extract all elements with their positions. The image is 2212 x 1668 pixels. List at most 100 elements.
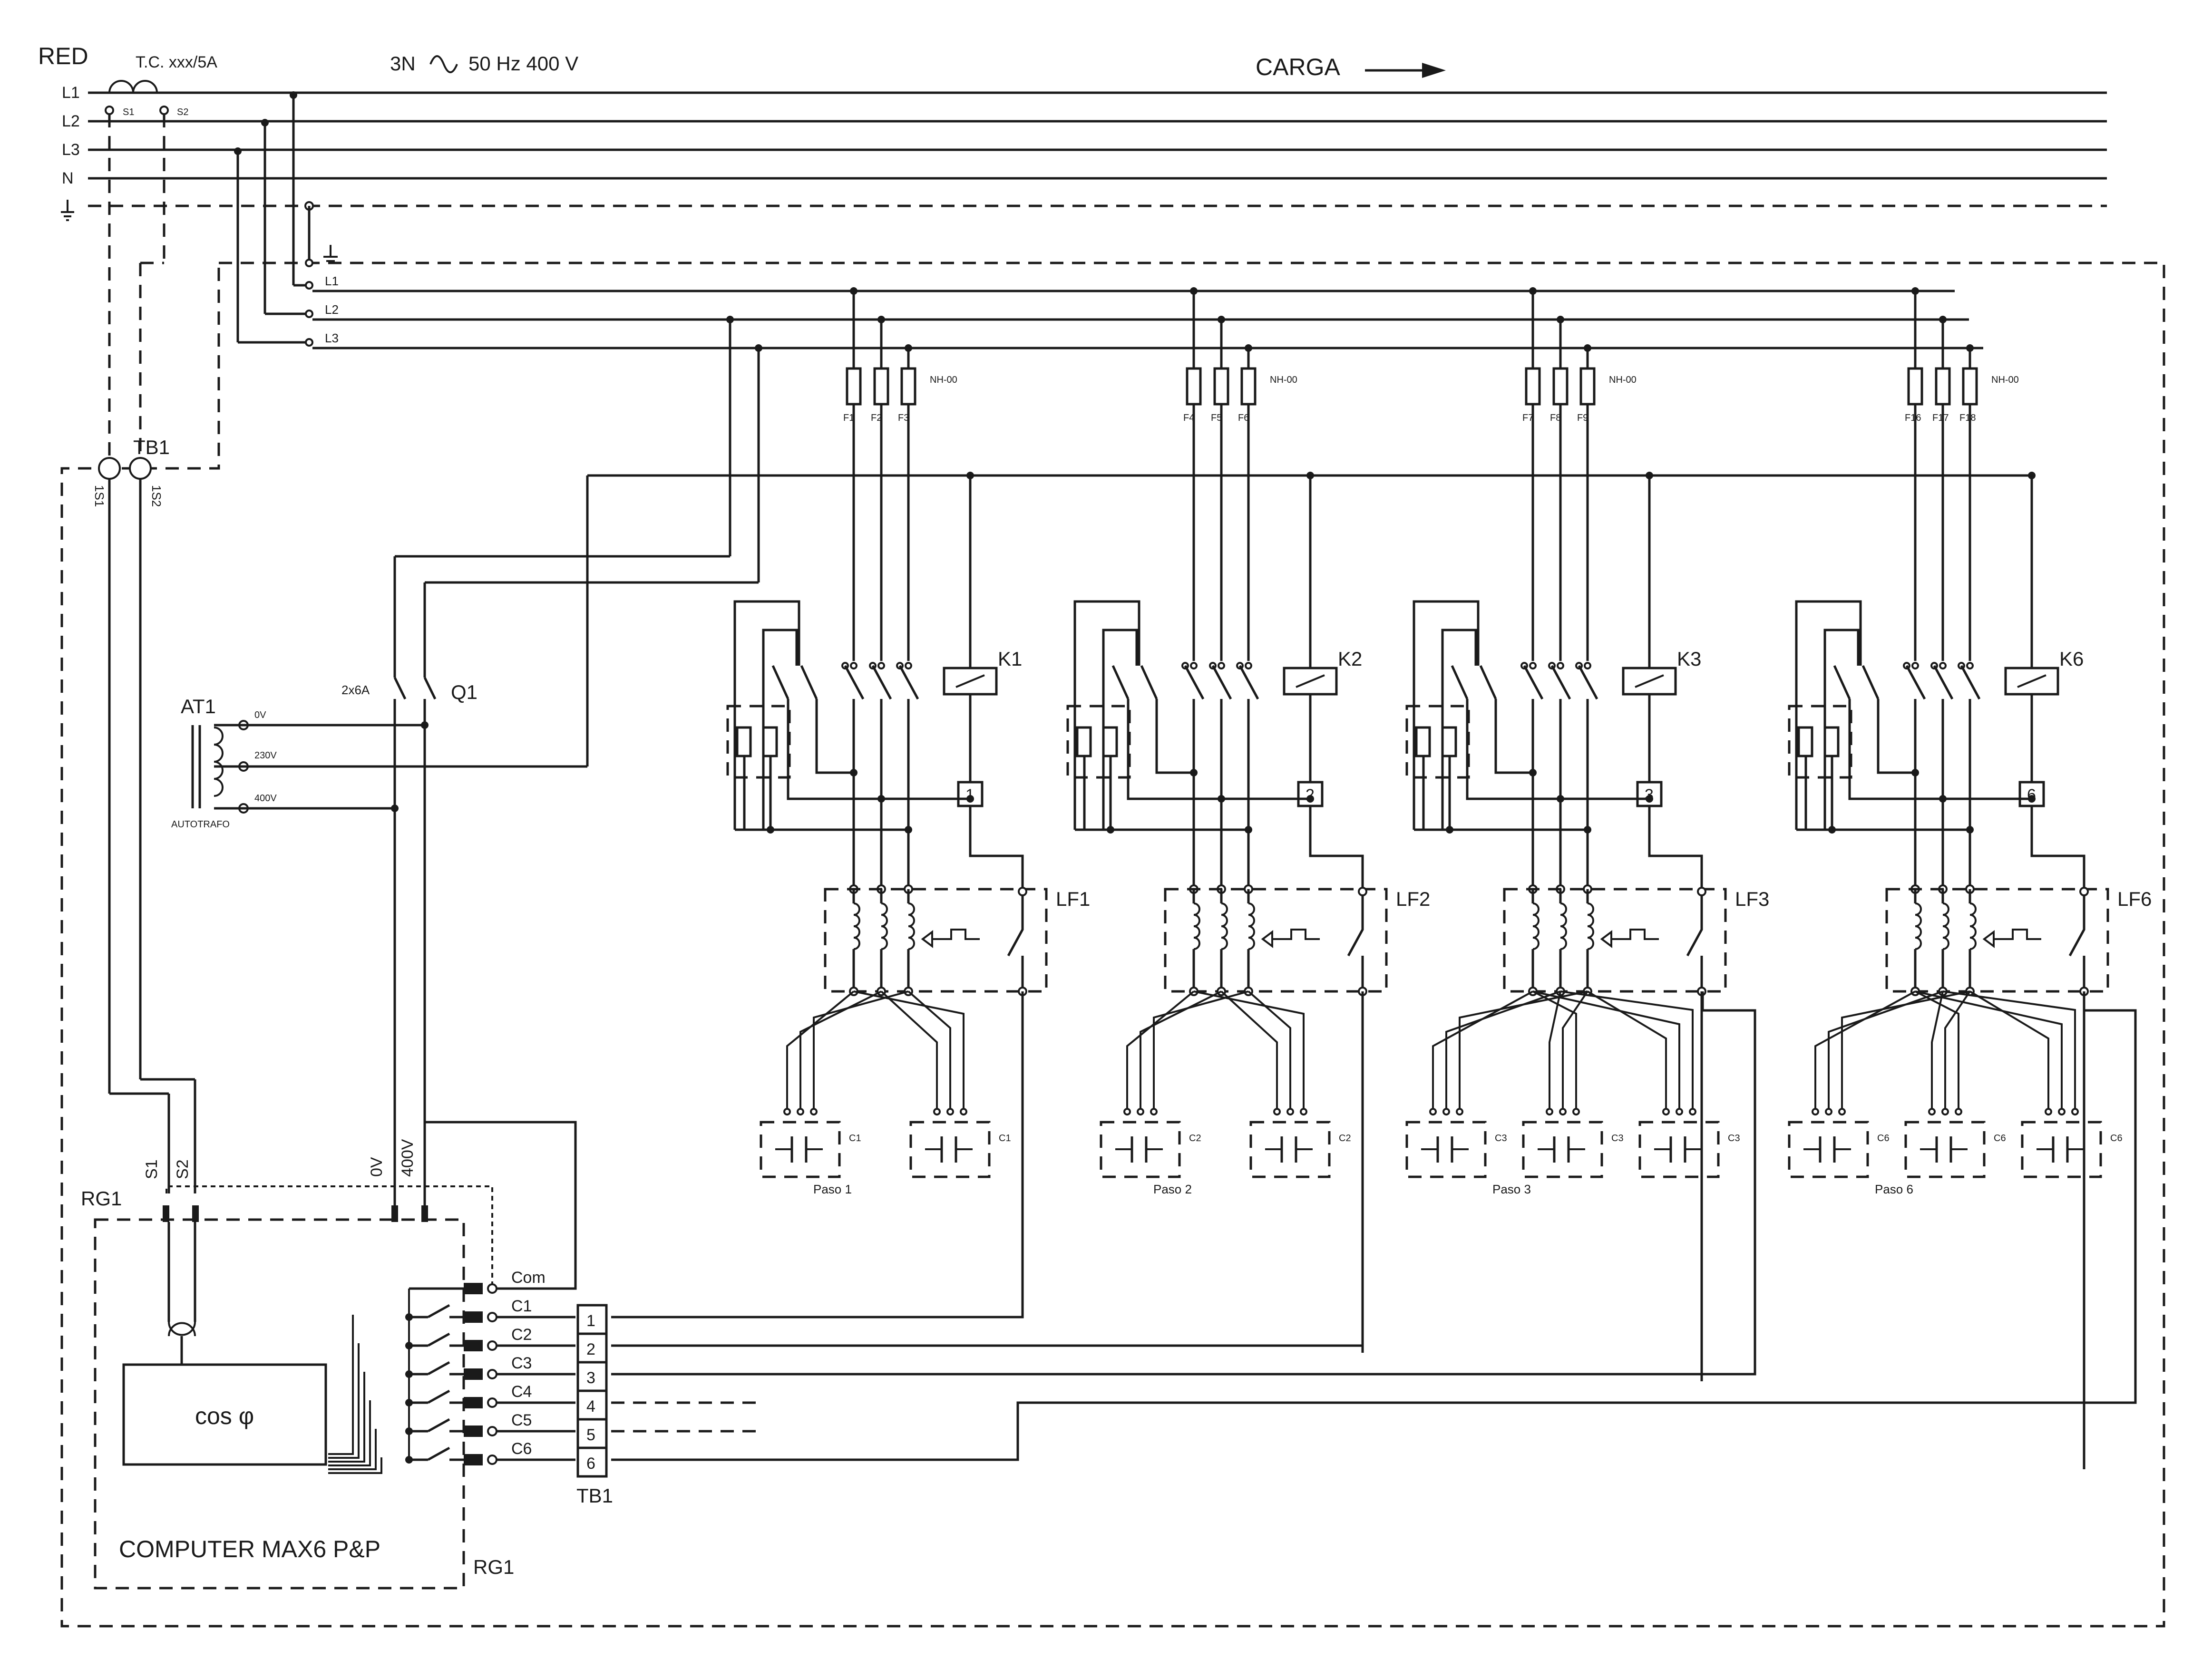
tb1-s2-label: 1S2 <box>149 485 164 507</box>
wire <box>1309 806 1364 892</box>
load-arrow-icon <box>1365 63 1446 78</box>
relay-pin <box>464 1368 483 1380</box>
relay-C6: C6 <box>328 1440 575 1474</box>
terminal-ring <box>797 1108 804 1115</box>
capacitor-box <box>1904 1121 1986 1178</box>
terminal-ring <box>2079 887 2089 896</box>
wire <box>1848 699 1943 800</box>
reactor-coil-icon <box>853 902 860 950</box>
relay-output-label: C6 <box>511 1440 532 1458</box>
terminal-ring <box>487 1312 497 1322</box>
capacitor-feed <box>786 990 855 1109</box>
filter-reactor <box>1885 888 2109 993</box>
tb1-top-label: TB1 <box>133 436 170 458</box>
capacitor-feed <box>1942 990 2076 1109</box>
relay-control <box>328 1343 360 1459</box>
damping-resistors <box>1405 705 1470 779</box>
aux-contact <box>800 665 818 700</box>
contactor-pole <box>1211 665 1232 700</box>
wire <box>1466 699 1560 800</box>
terminal-ring <box>1955 1108 1962 1115</box>
thermal-sensor-icon <box>932 929 980 940</box>
contactor-label: K1 <box>998 648 1022 670</box>
relay-output-label: C3 <box>511 1354 532 1372</box>
reactor-coil-icon <box>881 902 888 950</box>
return-step-1 <box>611 991 1024 1319</box>
wire <box>2030 806 2085 892</box>
wire <box>1127 699 1221 800</box>
tb1-terminal-label: 4 <box>586 1397 595 1416</box>
relay-Com: Com <box>409 1121 577 1294</box>
terminal-ring <box>1018 887 1027 896</box>
at1-name: AUTOTRAFO <box>171 819 230 830</box>
relay-C3: C3 <box>328 1354 575 1463</box>
capacitor-label: C1 <box>849 1133 861 1144</box>
resistor <box>1076 726 1092 757</box>
fuse-F17 <box>1935 367 1951 406</box>
aux-contact <box>1479 665 1497 700</box>
rg1-bottom-label: RG1 <box>473 1556 514 1578</box>
fuse-F16 <box>1907 367 1923 406</box>
tb1-terminal-label: 2 <box>586 1340 595 1358</box>
relay-contact <box>427 1418 450 1433</box>
capacitor-feed <box>1587 990 1667 1109</box>
filter-label: LF1 <box>1056 888 1090 910</box>
bus-label-l3: L3 <box>62 141 80 159</box>
ct-s2-label: S2 <box>177 107 188 117</box>
tb1-terminal-label: 1 <box>586 1312 595 1330</box>
fuse-label: F7 <box>1522 413 1533 423</box>
sensor-arrow-icon <box>1261 930 1273 948</box>
capacitor-label: C1 <box>999 1133 1011 1144</box>
resistor <box>1415 726 1431 757</box>
capacitor-box <box>1522 1121 1603 1178</box>
terminal-ring <box>1676 1108 1683 1115</box>
relay-C5: C5 <box>328 1411 575 1470</box>
terminal-ring <box>1190 662 1198 669</box>
relay-pin <box>464 1283 483 1294</box>
relay-contact <box>427 1389 450 1404</box>
tb1-terminal <box>576 1446 608 1478</box>
fuse-label: F4 <box>1183 413 1194 423</box>
ct-s1-label: S1 <box>123 107 134 117</box>
resistor <box>1797 726 1813 757</box>
contactor-pole <box>871 665 892 700</box>
contactor-pole <box>1960 665 1981 700</box>
reactor-coil-icon <box>1560 902 1567 950</box>
resistor <box>1441 726 1457 757</box>
junction-dot <box>1190 769 1198 776</box>
damping-resistors <box>1788 705 1852 779</box>
terminal-ring <box>1941 1108 1949 1115</box>
fuse-label: F18 <box>1959 413 1976 423</box>
step-terminal <box>1297 781 1324 807</box>
terminal-ring <box>1150 1108 1158 1115</box>
aux-contact <box>1111 665 1130 700</box>
junction-dot <box>1529 769 1537 776</box>
thermal-sensor-icon <box>1994 929 2041 940</box>
capacitor-label: C6 <box>1994 1133 2006 1144</box>
fuse-F8 <box>1552 367 1569 406</box>
cos-phi-meter <box>122 1363 327 1466</box>
capacitor-feed <box>1532 990 1680 1109</box>
reactor-coil-icon <box>1193 902 1200 950</box>
at1-tap-230v: 230V <box>254 750 277 761</box>
relay-contact <box>427 1304 450 1319</box>
capacitor-label: C3 <box>1495 1133 1507 1144</box>
relay-contact <box>427 1361 450 1376</box>
terminal-ring <box>960 1108 967 1115</box>
fuse-F18 <box>1962 367 1978 406</box>
fuse-F9 <box>1579 367 1596 406</box>
relay-output-label: C4 <box>511 1383 532 1401</box>
regulator-rg1: RG1 S1 S2 cos φ COMPUTER MAX6 P&P RG1 <box>81 1159 514 1590</box>
contactor-pole <box>1238 665 1259 700</box>
relay-pin <box>464 1340 483 1351</box>
capacitor-feed <box>1814 990 1916 1109</box>
contactor-pole <box>1184 665 1205 700</box>
wire <box>1413 600 1480 699</box>
thermal-sensor-icon <box>1272 929 1320 940</box>
capacitor-feed <box>1915 990 2063 1109</box>
terminal-ring <box>1300 1108 1307 1115</box>
terminal-ring <box>850 662 858 669</box>
fuse-label: F6 <box>1238 413 1249 423</box>
